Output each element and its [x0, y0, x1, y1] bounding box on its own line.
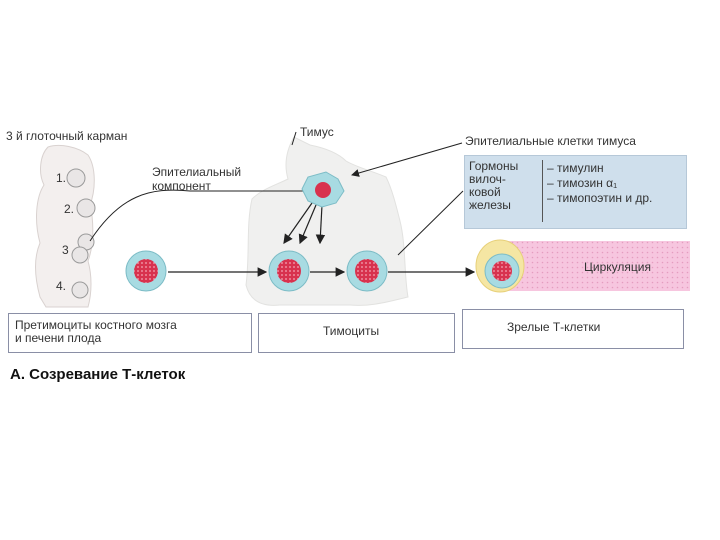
thymus-label-line	[291, 131, 297, 146]
mature-t-cells-box: Зрелые Т-клетки	[462, 309, 684, 349]
pouch-number-4: 4.	[56, 279, 67, 293]
hormones-heading-line-3: ковой	[469, 185, 501, 199]
arrow-down-2	[298, 204, 317, 245]
thymus-label: Тимус	[300, 125, 334, 139]
circulation-label: Циркуляция	[584, 260, 651, 274]
hormone-signal-line	[397, 190, 464, 256]
thymocytes-label: Тимоциты	[323, 324, 380, 338]
hormones-heading-line-1: Гормоны	[469, 159, 519, 173]
pouch-bud-3b	[71, 246, 89, 264]
arrow-down-1	[283, 202, 313, 244]
precursors-box: Претимоциты костного мозга и печени плод…	[8, 313, 252, 353]
epithelial-component-label: Эпителиальный компонент	[152, 165, 241, 193]
hormones-list: – тимулин – тимозин α₁ – тимопоэтин и др…	[547, 161, 652, 206]
mature-t-cells-label: Зрелые Т-клетки	[507, 320, 601, 334]
hormones-heading-line-4: железы	[469, 198, 511, 212]
pouch-bud-4	[71, 281, 89, 299]
hormones-heading: Гормоны вилоч- ковой железы	[469, 160, 518, 212]
epithelial-component-line-2: компонент	[152, 179, 211, 193]
epithelial-cells-line	[351, 142, 463, 177]
precursors-line-1: Претимоциты костного мозга	[15, 318, 177, 332]
mature-t-cell-nucleus	[492, 261, 512, 281]
pouch-bud-2	[76, 198, 96, 218]
precursor-cell-nucleus	[134, 259, 158, 283]
pouch-number-2: 2.	[64, 202, 75, 216]
pouch-to-thymus-line	[89, 187, 319, 242]
hormones-heading-line-2: вилоч-	[469, 172, 506, 186]
pouch-bud-1	[66, 168, 86, 188]
epithelial-cells-label: Эпителиальные клетки тимуса	[465, 134, 636, 148]
t-cell-maturation-figure: 3 й глоточный карман Тимус Эпителиальный…	[0, 125, 720, 390]
thymocytes-box: Тимоциты	[258, 313, 455, 353]
thymocyte-cell-1-nucleus	[277, 259, 301, 283]
diagram-graphics	[35, 131, 690, 308]
epithelial-cell-nucleus	[315, 182, 331, 198]
precursors-label: Претимоциты костного мозга и печени плод…	[15, 319, 177, 345]
hormone-item-1: – тимулин	[547, 161, 604, 175]
epithelial-component-line-1: Эпителиальный	[152, 165, 242, 179]
thymic-hormones-box: Гормоны вилоч- ковой железы – тимулин – …	[464, 155, 687, 229]
precursors-line-2: и печени плода	[15, 331, 102, 345]
pouch-label: 3 й глоточный карман	[6, 129, 128, 143]
arrow-down-3	[315, 204, 326, 245]
thymocyte-cell-2-nucleus	[355, 259, 379, 283]
blood-vessel	[500, 241, 690, 291]
hormones-divider	[542, 160, 543, 222]
pouch-number-3: 3	[62, 243, 69, 257]
pouch-number-1: 1.	[56, 171, 67, 185]
hormone-item-2: – тимозин α₁	[547, 176, 618, 190]
figure-caption: А. Созревание Т-клеток	[10, 366, 186, 383]
hormone-item-3: – тимопоэтин и др.	[547, 191, 653, 205]
